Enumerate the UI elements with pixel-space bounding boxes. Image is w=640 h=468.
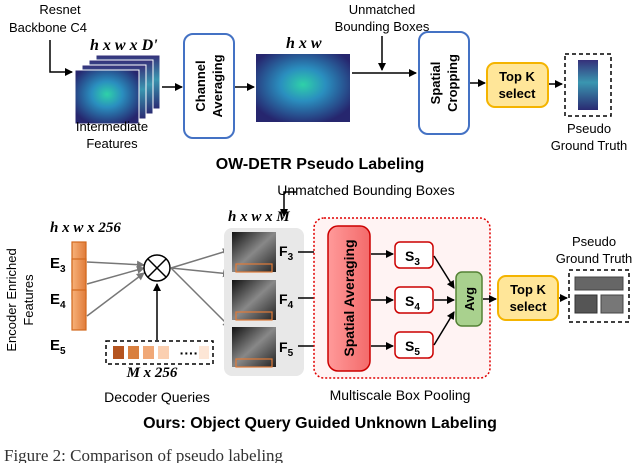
- e5-block: [71, 289, 87, 331]
- s3-to-avg-arrow: [433, 255, 455, 289]
- hw-label: h x w: [286, 35, 322, 52]
- multiscale-label: Multiscale Box Pooling: [330, 387, 471, 403]
- query-4: [158, 346, 169, 359]
- intermediate-label-2: Features: [86, 136, 138, 151]
- query-1: [113, 346, 124, 359]
- topk-top-label-1: Top K: [499, 69, 535, 84]
- encoder-label-2: Features: [21, 274, 36, 326]
- encoder-label-1: Encoder Enriched: [4, 248, 19, 351]
- pseudo-crop-1: [574, 276, 624, 291]
- unmatched-top-1: Unmatched: [349, 2, 415, 17]
- pseudo-bottom-label-2: Ground Truth: [556, 251, 633, 266]
- intermediate-label-1: Intermediate: [76, 119, 148, 134]
- unmatched-bottom-label: Unmatched Bounding Boxes: [277, 182, 454, 198]
- to-f4-arrow: [170, 267, 231, 278]
- e3-arrow: [86, 260, 145, 269]
- pseudo-bottom-label-1: Pseudo: [572, 234, 616, 249]
- bottom-section-title: Ours: Object Query Guided Unknown Labeli…: [143, 415, 497, 432]
- s4-box: [394, 286, 434, 314]
- spatial-crop-label-1: Spatial: [428, 62, 443, 105]
- to-f5-arrow: [170, 267, 231, 328]
- query-2: [128, 346, 139, 359]
- e5-arrow: [86, 272, 145, 317]
- spatial-cropping-box: [418, 31, 470, 135]
- f-dims-label: h x w x M: [228, 209, 290, 225]
- s3-box: [394, 241, 434, 269]
- topk-select-top-box: [486, 62, 549, 108]
- f3-map: [232, 232, 276, 273]
- intermediate-feature-stack: [74, 54, 161, 125]
- to-f3-arrow: [170, 248, 231, 269]
- multiply-x-2: [147, 258, 167, 278]
- topk-top-label-2: select: [499, 86, 537, 101]
- e4-label: E4: [50, 291, 66, 311]
- avg-label: Avg: [462, 287, 477, 311]
- topk-select-bottom-box: [497, 275, 559, 321]
- topk-bottom-label-2: select: [510, 299, 548, 314]
- feat-dims-label: h x w x D': [90, 37, 158, 54]
- avg-box: [455, 271, 483, 327]
- backbone-label-1: Resnet: [39, 2, 81, 17]
- decoder-dims-label: M x 256: [126, 365, 178, 381]
- spatial-averaging-box: [327, 225, 371, 372]
- f5-map: [232, 327, 276, 368]
- top-section-title: OW-DETR Pseudo Labeling: [216, 156, 425, 173]
- unmatched-top-2: Bounding Boxes: [335, 19, 430, 34]
- e5-label: E5: [50, 337, 66, 357]
- averaged-heatmap: [256, 54, 350, 122]
- unmatched-bottom-arrow: [280, 191, 296, 217]
- pseudo-top-label-1: Pseudo: [567, 121, 611, 136]
- pseudo-gt-top-box: [564, 53, 612, 117]
- topk-bottom-label-1: Top K: [510, 282, 546, 297]
- pseudo-crop-2: [574, 294, 598, 314]
- channel-averaging-box: [183, 33, 235, 139]
- e3-label: E3: [50, 255, 66, 275]
- e4-arrow: [86, 266, 145, 285]
- spatial-averaging-label: Spatial Averaging: [341, 239, 357, 356]
- pseudo-gt-top-crop: [578, 60, 598, 110]
- encoder-dims-label: h x w x 256: [50, 220, 121, 236]
- channel-avg-label-1: Channel: [193, 60, 208, 111]
- channel-avg-label-2: Averaging: [210, 54, 225, 117]
- decoder-label: Decoder Queries: [104, 389, 210, 405]
- s5-to-avg-arrow: [433, 311, 455, 346]
- decoder-dots: ····: [180, 345, 199, 361]
- backbone-arrow: [49, 40, 73, 76]
- s5-box: [394, 331, 434, 359]
- query-last: [199, 346, 209, 359]
- f4-map: [232, 280, 276, 321]
- figure-caption: Figure 2: Comparison of pseudo labeling: [4, 446, 284, 463]
- spatial-crop-label-2: Cropping: [445, 54, 460, 112]
- query-3: [143, 346, 154, 359]
- pseudo-gt-bottom-box: [568, 269, 630, 323]
- pseudo-top-label-2: Ground Truth: [551, 138, 628, 153]
- decoder-queries-box: [105, 340, 214, 365]
- pseudo-crop-3: [600, 294, 624, 314]
- backbone-label-2: Backbone C4: [9, 20, 87, 35]
